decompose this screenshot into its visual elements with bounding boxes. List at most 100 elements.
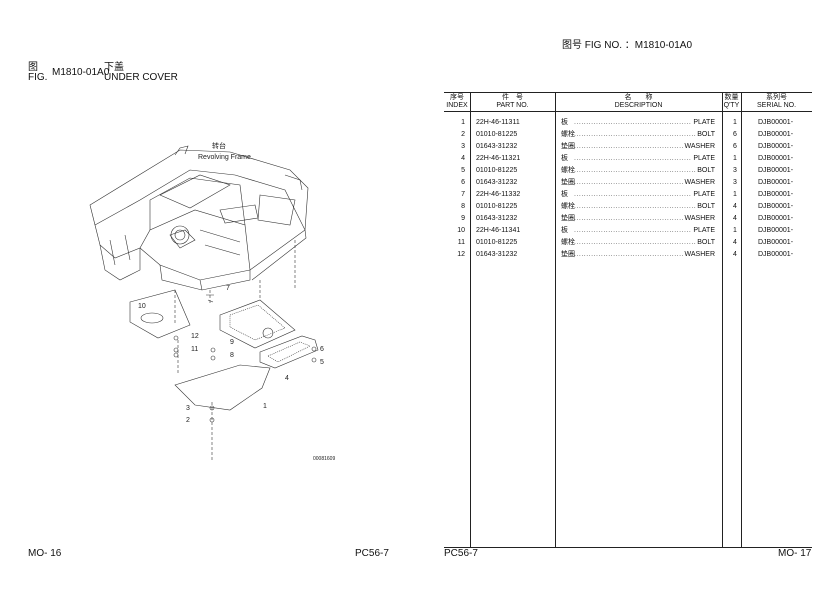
row-part-no: 01010-81225 [476,167,518,174]
row-leader-dots: ........................................… [574,119,714,126]
table-row: 1 22H-46-11311 板..........................… [444,117,812,129]
row-serial: DJB00001- [758,215,794,222]
part-callout-3: 3 [186,405,190,412]
footer-page-right: MO- 17 [778,548,812,559]
row-index: 11 [457,239,465,246]
row-serial: DJB00001- [758,191,794,198]
row-leader-dots: ........................................… [574,179,714,186]
row-index: 7 [461,191,465,198]
part-callout-2: 2 [186,417,190,424]
row-qty: 4 [733,203,737,210]
row-part-no: 22H-46-11311 [476,119,520,126]
row-qty: 4 [733,239,737,246]
row-name-en: PLATE [692,153,715,165]
row-serial: DJB00001- [758,167,794,174]
row-part-no: 22H-46-11321 [476,155,521,162]
row-index: 10 [457,227,465,234]
row-leader-dots: ........................................… [574,155,714,162]
row-qty: 6 [733,131,737,138]
row-leader-dots: ........................................… [574,191,714,198]
row-serial: DJB00001- [758,203,794,210]
row-name-en: BOLT [696,165,715,177]
row-part-no: 22H-46-11332 [476,191,521,198]
row-name-zh: 螺栓 [561,131,575,138]
part-callout-4: 4 [285,375,289,382]
row-leader-dots: ........................................… [574,203,714,210]
row-serial: DJB00001- [758,239,794,246]
row-index: 5 [461,167,465,174]
drawing-number: 00081609 [313,456,335,462]
row-index: 8 [461,203,465,210]
part-callout-12: 12 [191,333,199,340]
row-leader-dots: ........................................… [574,239,714,246]
part-callout-11: 11 [191,346,198,353]
row-name-en: WASHER [683,249,715,261]
row-index: 9 [461,215,465,222]
row-qty: 1 [733,191,737,198]
row-name-en: PLATE [692,189,715,201]
row-index: 4 [461,155,465,162]
row-part-no: 22H-46-11341 [476,227,521,234]
table-row: 7 22H-46-11332 板..........................… [444,189,812,201]
row-name-zh: 垫圈 [561,143,575,150]
row-leader-dots: ........................................… [574,215,714,222]
table-row: 4 22H-46-11321 板..........................… [444,153,812,165]
row-qty: 3 [733,167,737,174]
row-serial: DJB00001- [758,155,794,162]
row-part-no: 01643-31232 [476,143,518,150]
row-name-zh: 垫圈 [561,179,575,186]
footer-model-right: PC56-7 [444,548,478,559]
row-qty: 6 [733,143,737,150]
row-name-zh: 板 [561,191,568,198]
fig-number: M1810-01A0 [52,67,110,78]
part-callout-6: 6 [320,346,324,353]
table-row: 10 22H-46-11341 板.........................… [444,225,812,237]
row-leader-dots: ........................................… [574,143,714,150]
row-qty: 1 [733,227,737,234]
fig-header: 图号 FIG NO. ：M1810-01A0 [562,40,693,51]
fig-label-en: FIG. [28,72,48,83]
revolving-frame-drawing [89,145,319,460]
row-part-no: 01010-81225 [476,131,518,138]
row-qty: 4 [733,215,737,222]
part-callout-1: 1 [263,403,267,410]
part-callout-5: 5 [320,359,324,366]
row-name-zh: 板 [561,119,568,126]
row-name-en: WASHER [683,177,715,189]
row-leader-dots: ........................................… [574,227,714,234]
row-name-zh: 垫圈 [561,251,575,258]
row-name-zh: 板 [561,155,568,162]
title-en: UNDER COVER [104,72,178,83]
row-name-zh: 螺栓 [561,203,575,210]
row-serial: DJB00001- [758,227,794,234]
row-index: 2 [461,131,465,138]
row-leader-dots: ........................................… [574,131,714,138]
callout-en: Revolving Frame [198,154,251,161]
row-leader-dots: ........................................… [574,167,714,174]
row-name-zh: 垫圈 [561,215,575,222]
row-name-zh: 板 [561,227,568,234]
part-callout-10: 10 [138,303,146,310]
fig-label-zh: 图 [28,62,38,73]
part-callout-8: 8 [230,352,234,359]
row-name-en: WASHER [683,141,715,153]
row-name-en: BOLT [696,129,715,141]
row-part-no: 01643-31232 [476,215,518,222]
row-qty: 1 [733,119,737,126]
row-index: 1 [461,119,465,126]
part-callout-9: 9 [230,339,234,346]
row-name-en: BOLT [696,201,715,213]
row-part-no: 01643-31232 [476,251,518,258]
row-serial: DJB00001- [758,143,794,150]
footer-model-left: PC56-7 [355,548,389,559]
row-serial: DJB00001- [758,251,794,258]
